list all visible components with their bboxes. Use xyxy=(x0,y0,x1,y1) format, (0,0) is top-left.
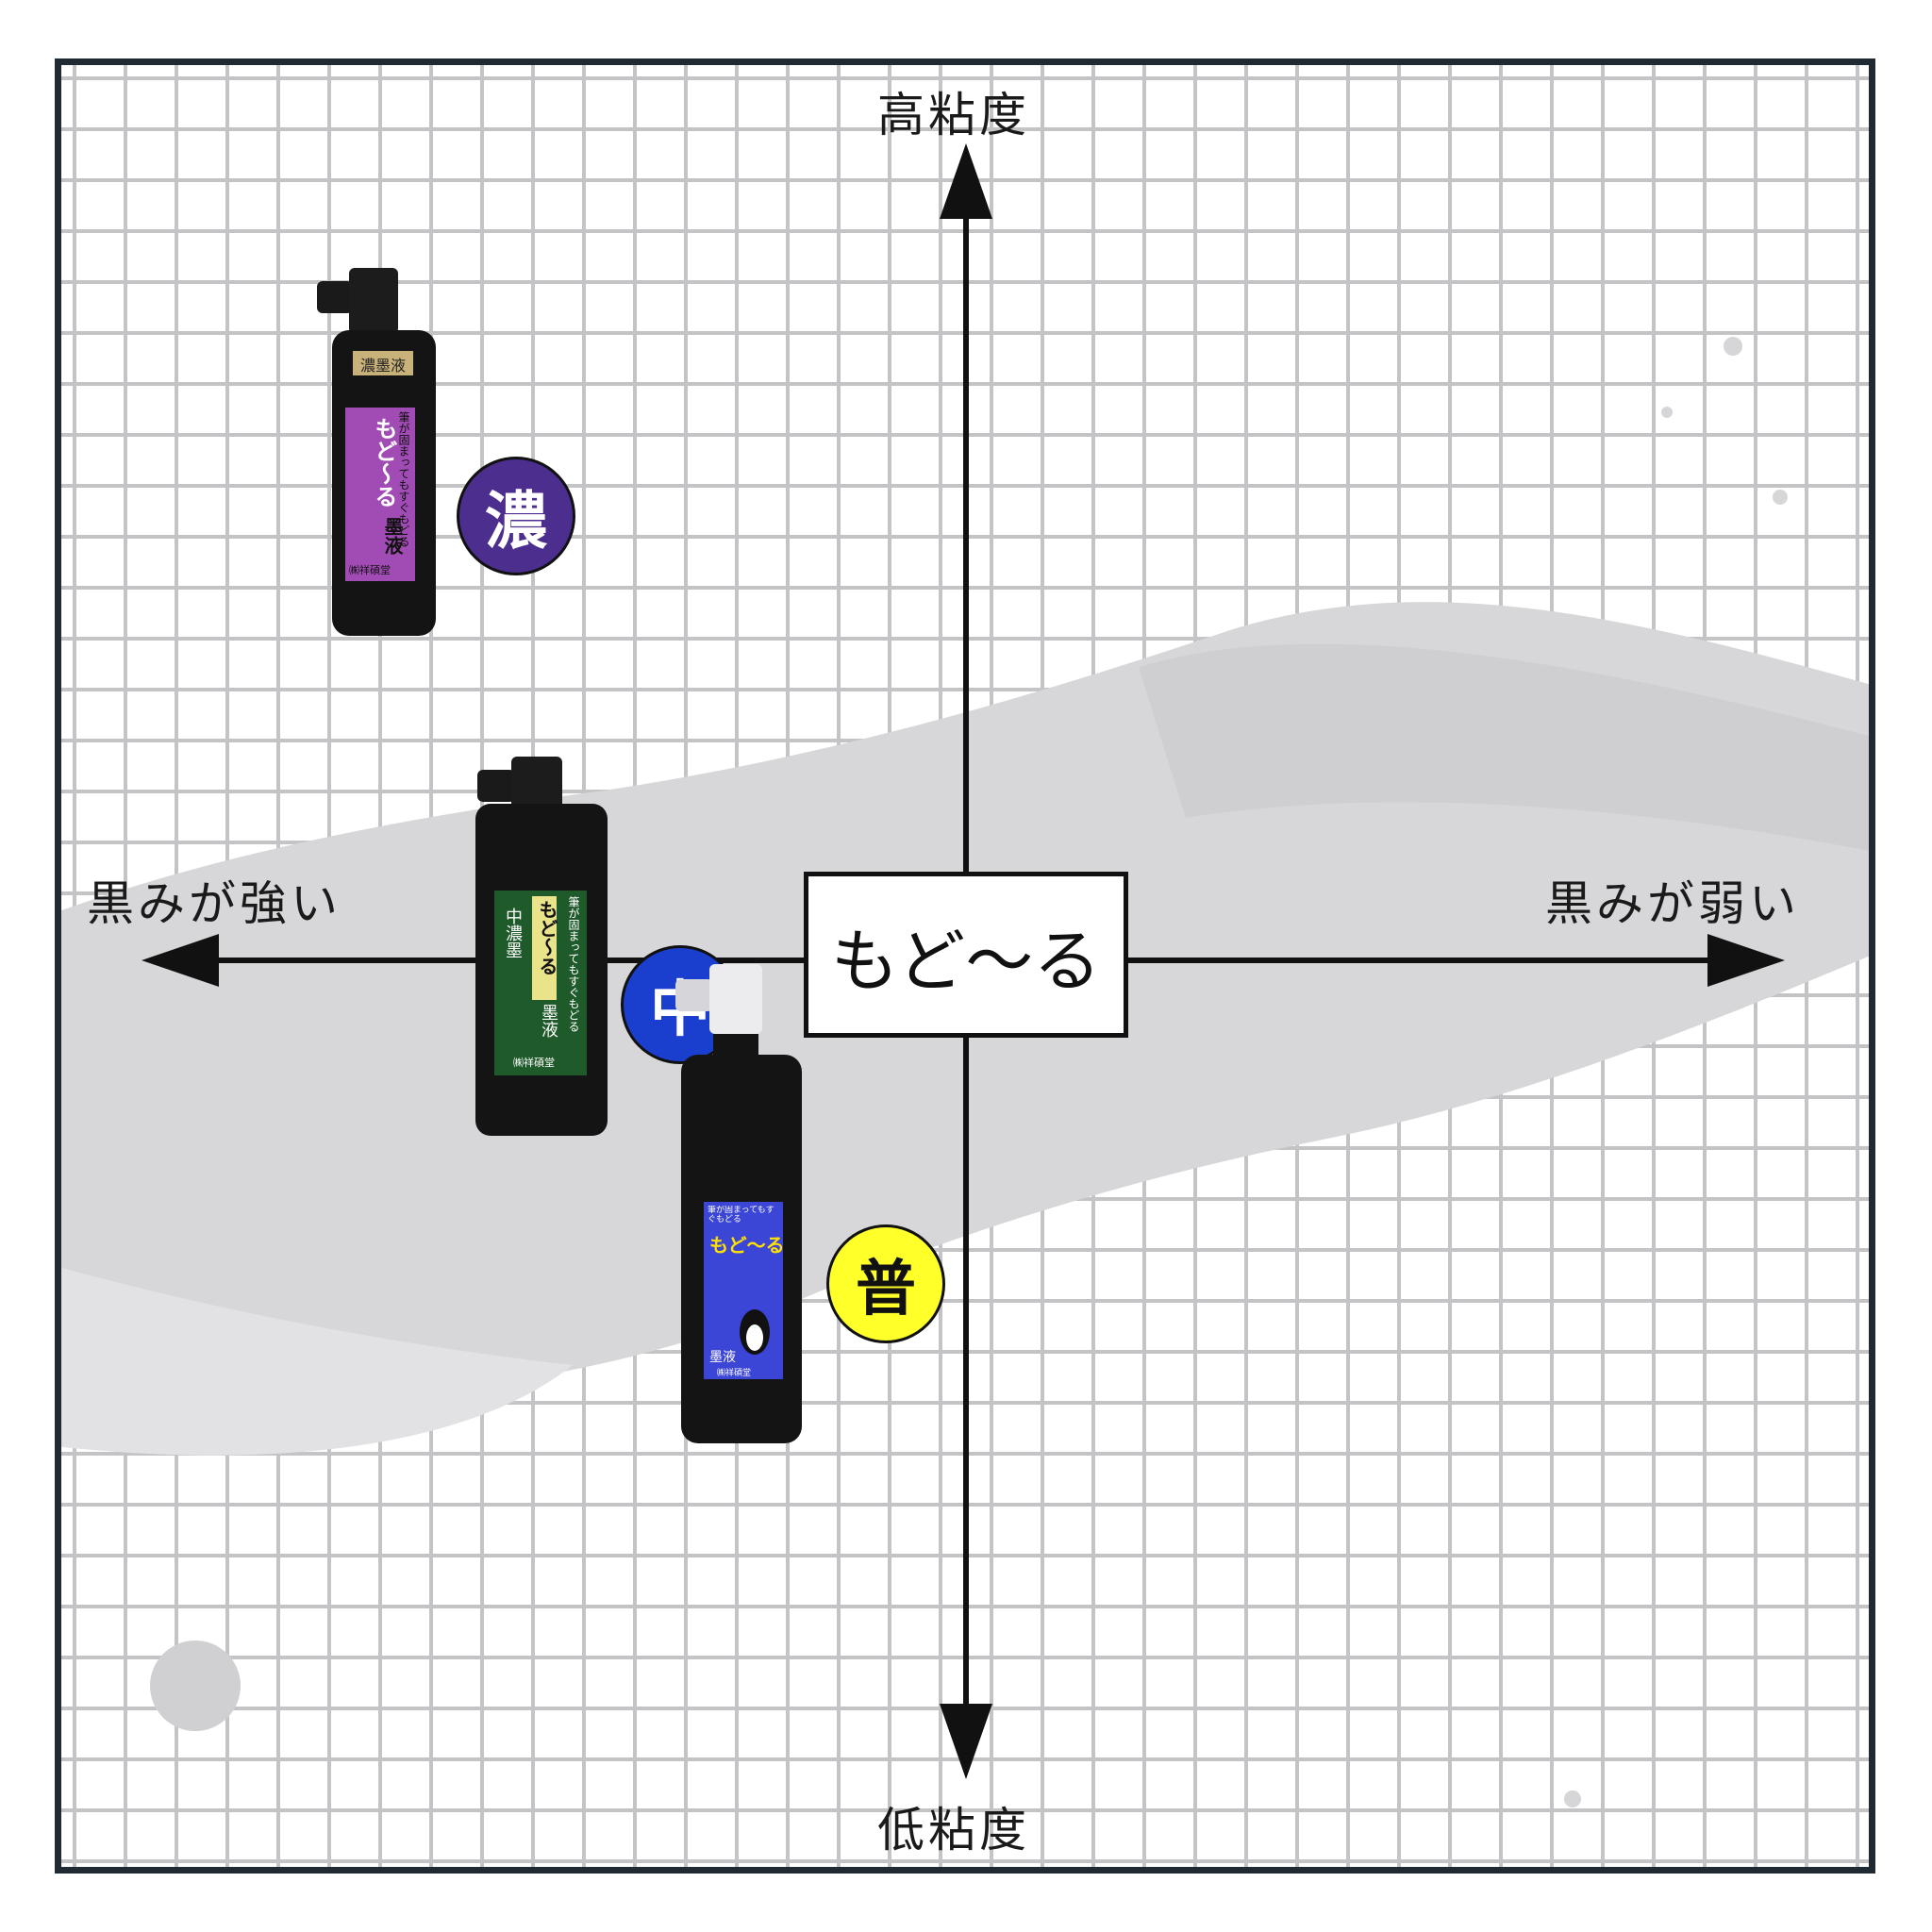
bottle-cap-label: 濃墨液 xyxy=(359,357,406,375)
product-bottle-medium-ink: 中濃墨 筆が固まってもすぐもどる もど〜る 墨液 ㈱祥碩堂 xyxy=(475,757,608,1136)
bottle-maker: ㈱祥碩堂 xyxy=(513,1057,555,1069)
center-title-box: もど〜る xyxy=(804,872,1128,1038)
axis-label-strong-black: 黒みが強い xyxy=(87,876,341,931)
bottle-product-name: もど〜る xyxy=(371,417,397,508)
bottle-side-label: 中濃墨 xyxy=(503,908,523,958)
bottle-shape xyxy=(317,268,436,636)
badge-dark: 濃 xyxy=(457,457,575,575)
bottle-subtitle: 筆が固まってもすぐもどる xyxy=(397,411,410,547)
badge-regular: 普 xyxy=(826,1224,945,1343)
arrow-down-icon xyxy=(940,1704,992,1779)
bottle-subtitle: 筆が固まってもすぐもどる xyxy=(567,896,580,1032)
bottle-type: 墨液 xyxy=(539,1004,558,1038)
arrow-up-icon xyxy=(940,143,992,219)
product-bottle-regular-ink: 筆が固まってもすぐもどる もど〜る 墨液 ㈱祥碩堂 xyxy=(675,964,808,1443)
axis-label-weak-black: 黒みが弱い xyxy=(1545,876,1800,931)
bottle-product-name: もど〜る xyxy=(709,1234,785,1257)
bottle-maker: ㈱祥碩堂 xyxy=(349,564,391,576)
axis-label-high-viscosity: 高粘度 xyxy=(877,88,1030,142)
bottle-type: 墨液 xyxy=(381,517,404,555)
bottle-shape xyxy=(675,964,802,1443)
bottle-subtitle: 筆が固まってもすぐもどる xyxy=(708,1206,774,1224)
bottle-maker: ㈱祥碩堂 xyxy=(717,1369,752,1378)
bottle-type: 墨液 xyxy=(709,1350,736,1365)
arrow-left-icon xyxy=(142,934,219,987)
product-bottle-dark-ink: 濃墨液 筆が固まってもすぐもどる もど〜る 墨液 ㈱祥碩堂 xyxy=(315,268,441,636)
arrow-right-icon xyxy=(1707,934,1785,987)
bottle-product-name: もど〜る xyxy=(536,900,558,975)
axis-label-low-viscosity: 低粘度 xyxy=(877,1803,1030,1857)
center-title: もど〜る xyxy=(830,921,1102,1001)
bottle-shape xyxy=(475,757,608,1136)
